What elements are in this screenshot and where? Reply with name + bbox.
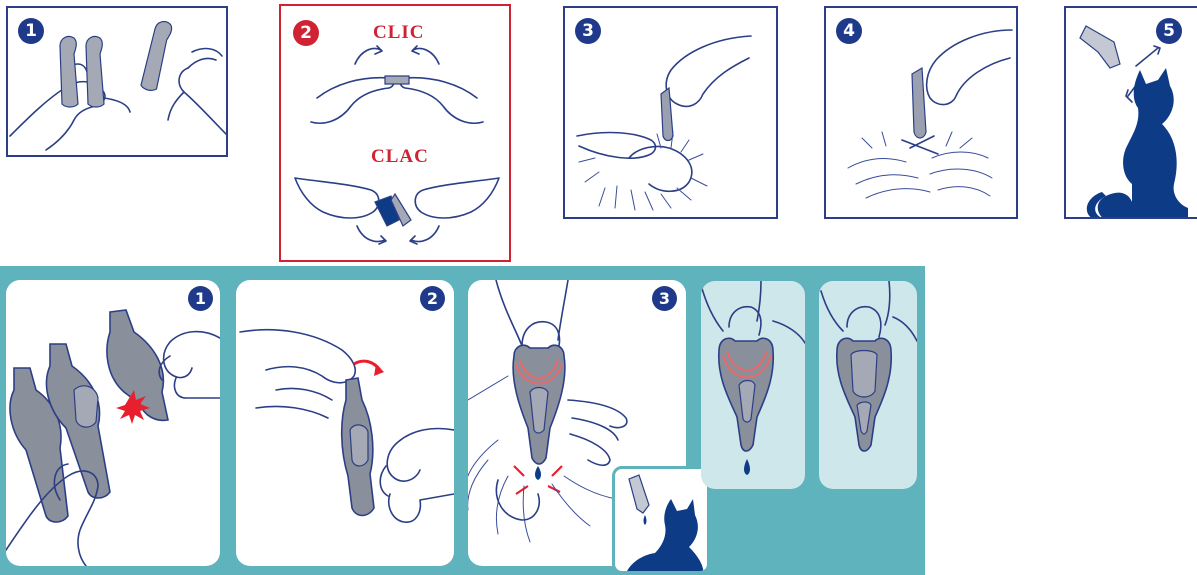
squeeze-pipette-closeup-illustration xyxy=(701,281,805,489)
snap-pipette-illustration xyxy=(281,6,511,262)
top-step-2-panel: 2 CLIC CLAC xyxy=(279,4,511,262)
snap-off-tip-illustration xyxy=(236,280,454,566)
squeeze-pipette-on-skin-illustration xyxy=(826,8,1018,219)
top-step-5-panel: 5 xyxy=(1064,6,1197,219)
cat-with-pipette-illustration xyxy=(1066,8,1197,219)
bottom-step-3-cat-inset xyxy=(612,466,710,574)
bottom-step-4-card xyxy=(701,281,805,489)
top-step-1-panel: 1 xyxy=(6,6,228,157)
bottom-step-5-card xyxy=(819,281,917,489)
bottom-step-2-card: 2 xyxy=(236,280,454,566)
top-step-4-panel: 4 xyxy=(824,6,1018,219)
empty-pipette-closeup-illustration xyxy=(819,281,917,489)
top-step-3-panel: 3 xyxy=(563,6,778,219)
separate-pipettes-illustration xyxy=(6,280,220,566)
hands-separating-pipettes-illustration xyxy=(8,8,228,157)
part-fur-apply-illustration xyxy=(565,8,778,219)
bottom-step-1-card: 1 xyxy=(6,280,220,566)
cat-with-pipette-inset-illustration xyxy=(615,469,710,574)
